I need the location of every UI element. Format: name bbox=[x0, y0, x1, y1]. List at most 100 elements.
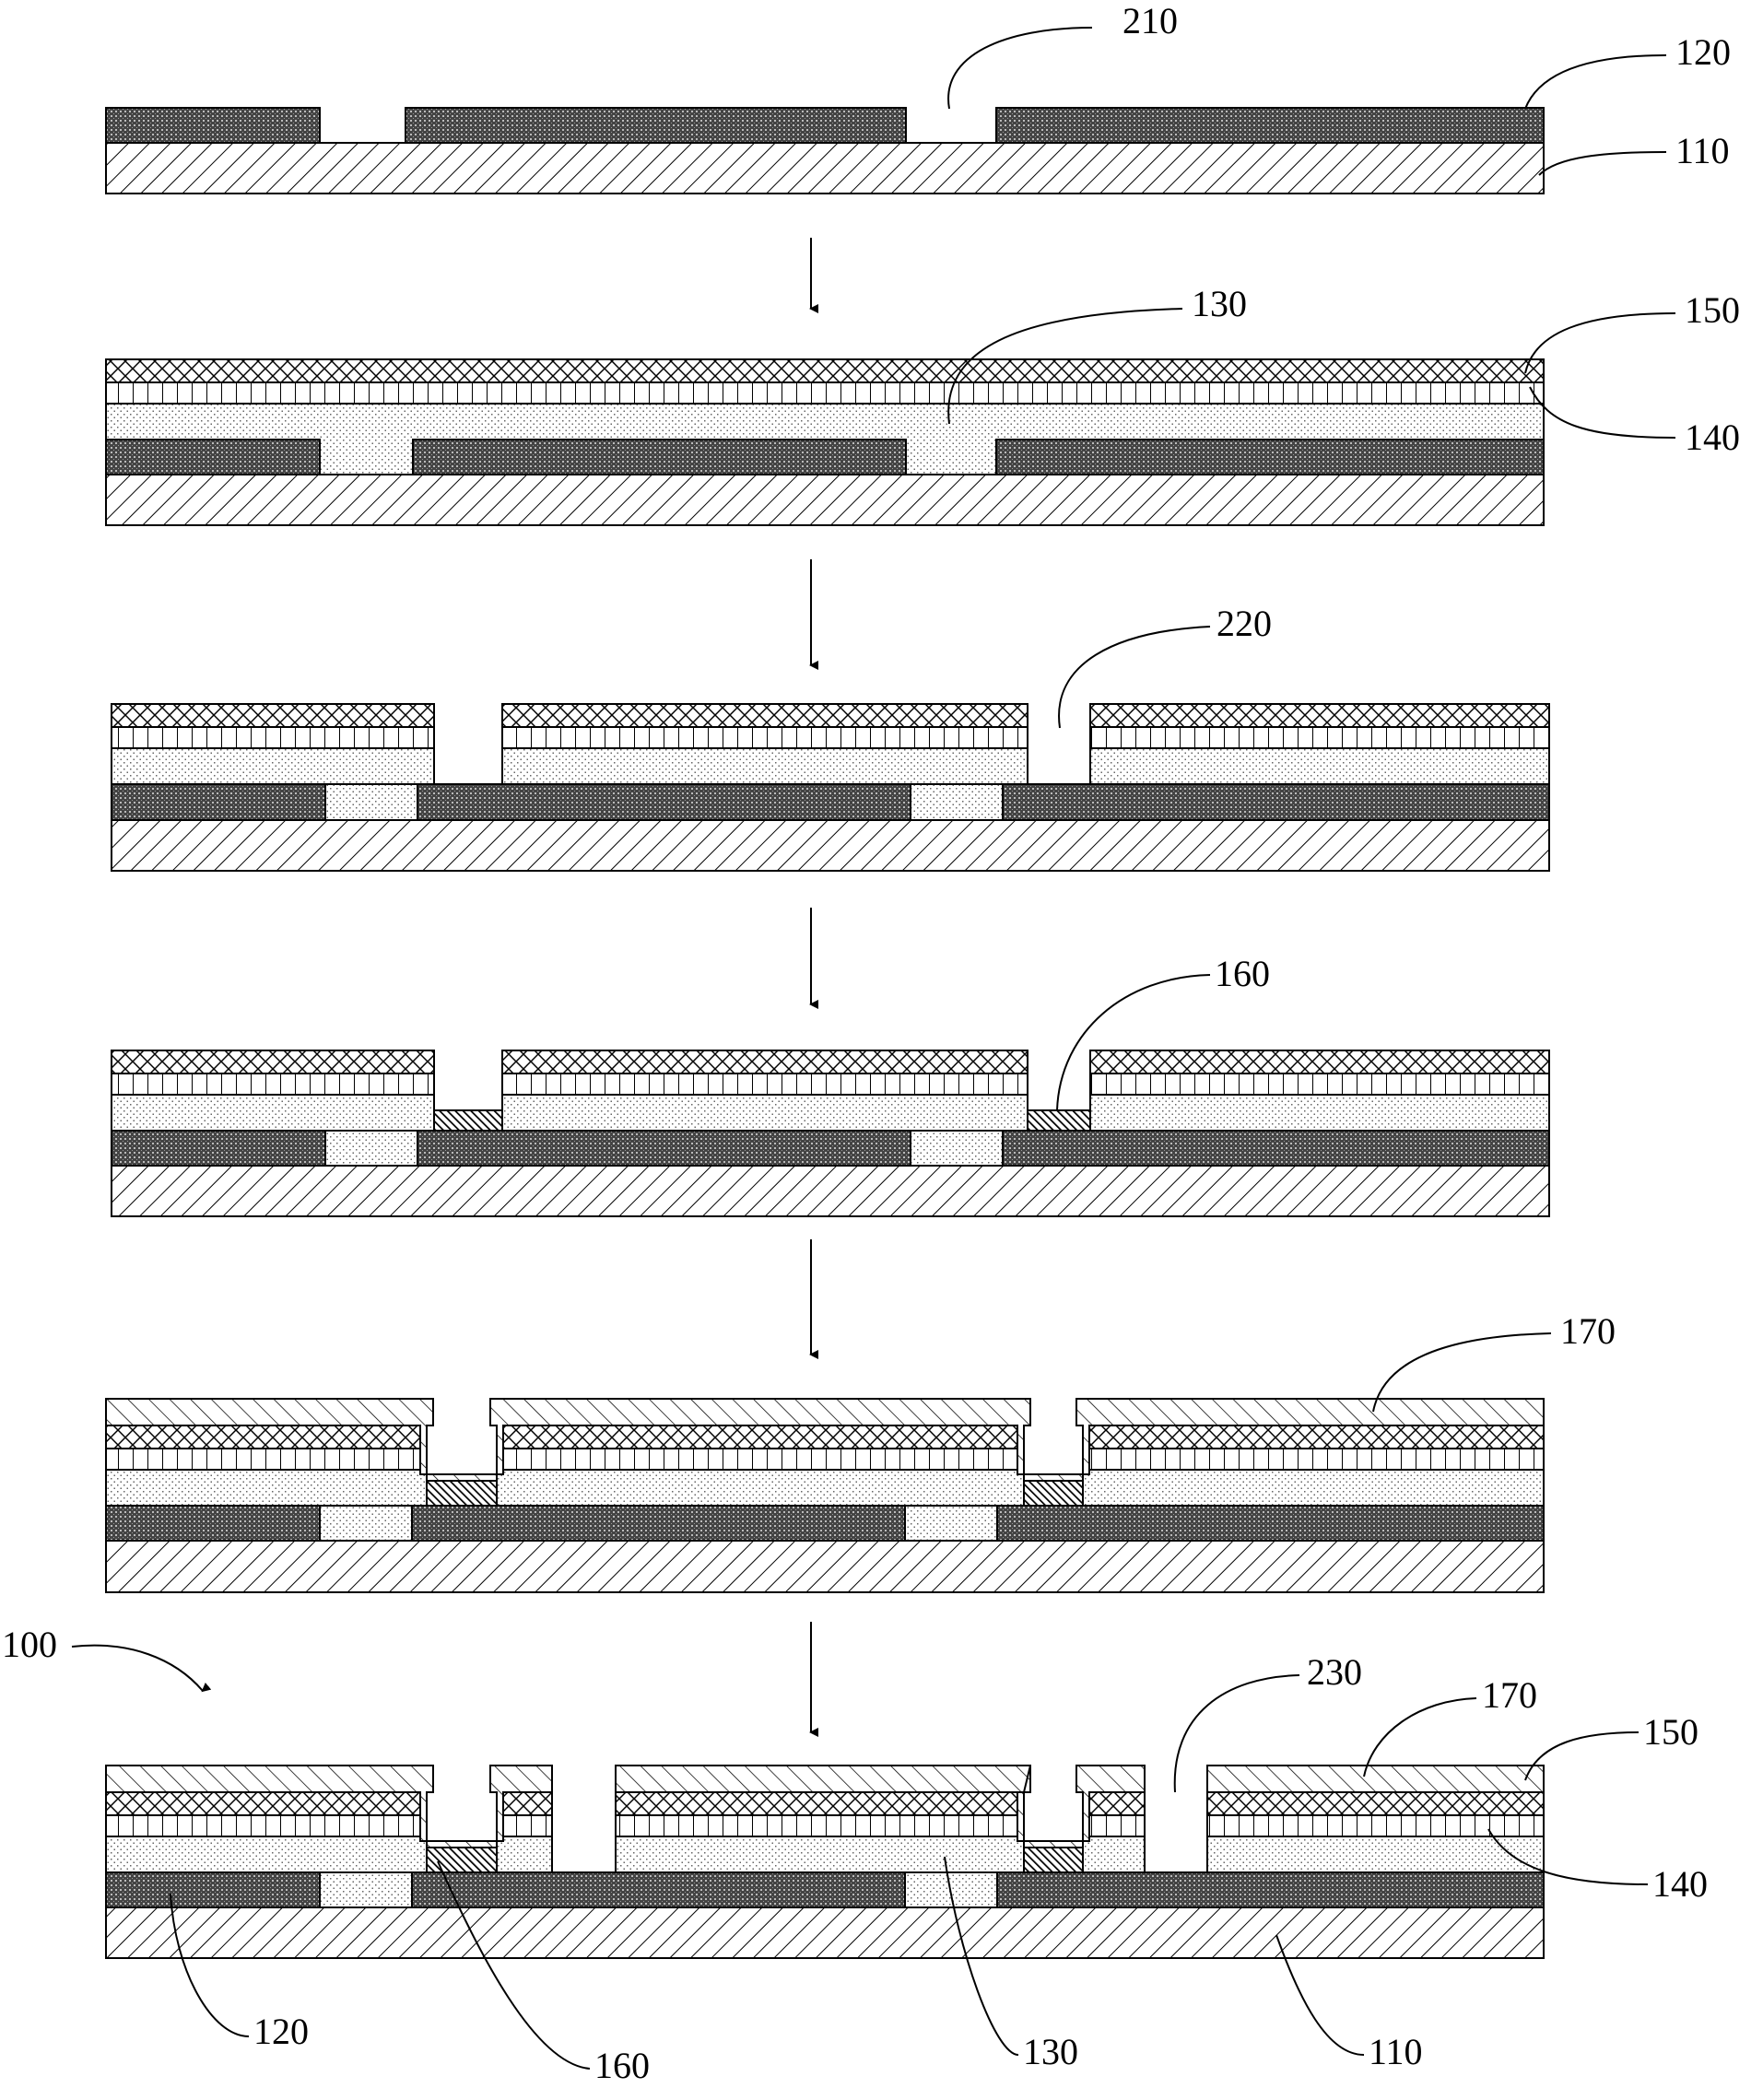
label-150-s2: 150 bbox=[1685, 289, 1740, 331]
grid-140-left bbox=[111, 726, 435, 749]
label-170-s6: 170 bbox=[1482, 1674, 1537, 1716]
fill-130-left bbox=[105, 1469, 428, 1507]
reference-labels: 210 120 110 130 150 140 220 160 170 100 … bbox=[2, 0, 1740, 2086]
fill-130-s4 bbox=[1082, 1836, 1146, 1873]
step-2 bbox=[105, 358, 1545, 526]
leader-110-s6 bbox=[1275, 1934, 1365, 2056]
label-120-s1: 120 bbox=[1675, 31, 1731, 73]
metal-120-c bbox=[996, 1871, 1545, 1908]
xhatch-150-s5 bbox=[1206, 1791, 1545, 1816]
label-140-s6: 140 bbox=[1652, 1863, 1708, 1905]
label-150-s6: 150 bbox=[1643, 1711, 1698, 1753]
step-4 bbox=[111, 1050, 1550, 1217]
pad-160-b bbox=[1023, 1480, 1084, 1507]
fill-130-right bbox=[1089, 1094, 1550, 1132]
fill-130-left bbox=[111, 1094, 435, 1132]
substrate-110 bbox=[111, 819, 1550, 872]
grid-140-s3 bbox=[615, 1814, 1025, 1837]
coating-170-b bbox=[615, 1765, 1031, 1793]
step-3 bbox=[111, 703, 1550, 872]
step-5 bbox=[105, 1398, 1545, 1593]
metal-120-a bbox=[105, 1871, 321, 1908]
label-130-s2: 130 bbox=[1192, 283, 1247, 324]
xhatch-150-s3 bbox=[615, 1791, 1025, 1816]
grid-140-s4 bbox=[1082, 1814, 1146, 1837]
pad-160-a bbox=[426, 1847, 498, 1873]
metal-120-a bbox=[111, 783, 326, 821]
label-110-s1: 110 bbox=[1675, 130, 1730, 171]
grid-140-mid bbox=[501, 726, 1028, 749]
label-160-s4: 160 bbox=[1215, 953, 1270, 994]
leader-160-s6 bbox=[437, 1860, 591, 2070]
step-6 bbox=[105, 1765, 1545, 1959]
metal-120-c bbox=[1002, 783, 1550, 821]
grid-140-s1 bbox=[105, 1814, 428, 1837]
leader-120-s6 bbox=[170, 1893, 250, 2037]
metal-120-a bbox=[105, 107, 321, 144]
leader-140-s6 bbox=[1487, 1828, 1649, 1885]
xhatch-150-left bbox=[105, 1425, 428, 1449]
leader-220 bbox=[1058, 626, 1211, 729]
metal-120-b bbox=[417, 1130, 911, 1167]
grid-140 bbox=[105, 381, 1545, 405]
fill-130-right bbox=[1082, 1469, 1545, 1507]
fill-130-s2 bbox=[496, 1836, 553, 1873]
leader-lines bbox=[170, 27, 1676, 2070]
grid-140-right bbox=[1089, 726, 1550, 749]
metal-120-a bbox=[105, 1505, 321, 1542]
grid-140-right bbox=[1089, 1073, 1550, 1096]
pad-160-b bbox=[1023, 1847, 1084, 1873]
fill-130-mid bbox=[501, 1094, 1028, 1132]
substrate-110 bbox=[105, 142, 1545, 194]
metal-120-a bbox=[105, 439, 321, 475]
leader-160-s4 bbox=[1056, 974, 1211, 1111]
process-arrows bbox=[71, 238, 818, 1737]
xhatch-150-right bbox=[1089, 703, 1550, 728]
xhatch-150-right bbox=[1082, 1425, 1545, 1449]
xhatch-150-mid bbox=[496, 1425, 1025, 1449]
leader-140-s2 bbox=[1529, 386, 1676, 439]
pad-160-a bbox=[433, 1109, 503, 1132]
xhatch-150-left bbox=[111, 703, 435, 728]
grid-140-s5 bbox=[1206, 1814, 1545, 1837]
xhatch-150-right bbox=[1089, 1050, 1550, 1074]
label-230: 230 bbox=[1307, 1651, 1362, 1693]
fill-130-left bbox=[111, 747, 435, 785]
coating-170 bbox=[105, 1398, 1545, 1482]
label-210: 210 bbox=[1122, 0, 1178, 41]
substrate-110 bbox=[105, 1540, 1545, 1593]
metal-120-c bbox=[1002, 1130, 1550, 1167]
arrow-100 bbox=[71, 1644, 212, 1693]
leader-110-s1 bbox=[1538, 151, 1667, 176]
xhatch-150-mid bbox=[501, 703, 1028, 728]
fill-130-s5 bbox=[1206, 1836, 1545, 1873]
label-170-s5: 170 bbox=[1560, 1310, 1616, 1352]
leader-150-s2 bbox=[1524, 312, 1676, 374]
label-160-s6: 160 bbox=[594, 2045, 650, 2086]
leader-130-s2 bbox=[947, 308, 1183, 425]
pad-160-a bbox=[426, 1480, 498, 1507]
leader-210 bbox=[947, 27, 1093, 110]
xhatch-150-s2 bbox=[496, 1791, 553, 1816]
leader-150-s6 bbox=[1524, 1731, 1640, 1781]
grid-140-left bbox=[105, 1448, 428, 1471]
substrate-110 bbox=[105, 1906, 1545, 1959]
xhatch-150-s1 bbox=[105, 1791, 428, 1816]
substrate-110 bbox=[105, 474, 1545, 526]
metal-120-a bbox=[111, 1130, 326, 1167]
metal-120-c bbox=[995, 107, 1545, 144]
leader-170-s5 bbox=[1372, 1332, 1552, 1413]
fill-130-s3 bbox=[615, 1836, 1025, 1873]
xhatch-150-mid bbox=[501, 1050, 1028, 1074]
grid-140-mid bbox=[501, 1073, 1028, 1096]
xhatch-150-s4 bbox=[1082, 1791, 1146, 1816]
label-120-s6: 120 bbox=[253, 2011, 309, 2052]
pad-160-b bbox=[1027, 1109, 1091, 1132]
label-220: 220 bbox=[1216, 603, 1272, 644]
step-1 bbox=[105, 107, 1545, 194]
grid-140-left bbox=[111, 1073, 435, 1096]
metal-120-c bbox=[995, 439, 1545, 475]
grid-140-mid bbox=[496, 1448, 1025, 1471]
